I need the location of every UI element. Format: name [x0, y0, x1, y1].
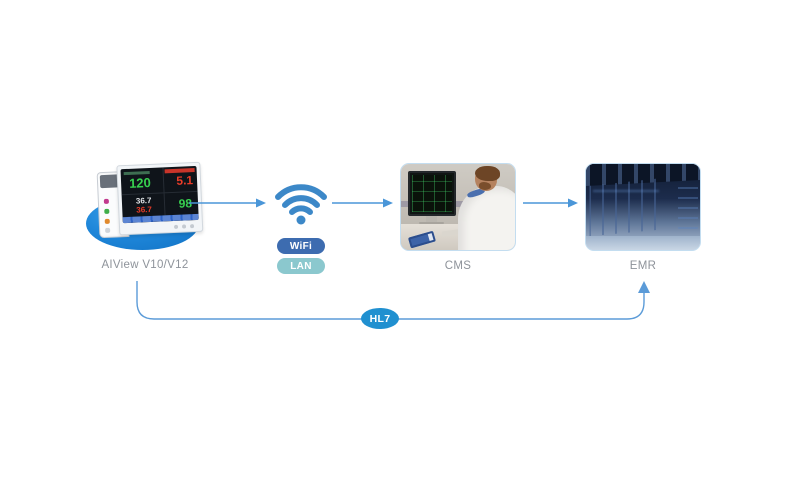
wifi-icon: [275, 184, 327, 225]
arrow-head: [568, 198, 578, 208]
emr-rack-glow: [592, 189, 659, 193]
hl7-badge: HL7: [361, 308, 399, 329]
cms-clinician-hair: [475, 165, 501, 182]
emr-side-rack: [678, 184, 698, 230]
cms-monitor-screen: [411, 174, 452, 212]
connector-dot: [104, 218, 110, 224]
cms-central-monitor: [407, 170, 456, 216]
cms-clinician-beard: [478, 182, 492, 190]
connector-dot: [104, 208, 110, 214]
hl7-arrow-head: [638, 281, 650, 293]
bezel-buttons: [189, 224, 195, 229]
display-menu-bar: [122, 213, 199, 224]
cms-photo: [400, 163, 516, 251]
monitor-label: AIView V10/V12: [101, 259, 189, 271]
emr-label: EMR: [629, 260, 657, 272]
cms-label: CMS: [444, 260, 472, 272]
emr-server-racks: [589, 177, 665, 237]
display-divider: [121, 190, 198, 196]
monitor-screen-bezel: 120 5.1 36.7 36.7 98: [116, 161, 204, 236]
cms-scene: [401, 164, 515, 250]
emr-photo: [585, 163, 701, 251]
spo2-value: 98: [178, 196, 193, 211]
cms-clinician-coat: [458, 186, 515, 250]
emr-floor: [586, 236, 700, 250]
wifi-badge: WiFi: [277, 238, 325, 254]
arrow-cms-to-emr: [523, 198, 578, 208]
connector-dot: [105, 227, 111, 233]
arrow-head: [383, 198, 393, 208]
patient-monitor-illustration: 120 5.1 36.7 36.7 98: [96, 161, 204, 244]
arrow-wifi-to-cms: [332, 198, 393, 208]
hr-value: 120: [128, 174, 152, 191]
arrow-head: [256, 198, 266, 208]
connector-dot: [103, 198, 109, 205]
co2-value: 5.1: [176, 173, 194, 188]
cms-monitor-stand-base: [419, 221, 445, 225]
temp-value-2: 36.7: [136, 204, 153, 215]
emr-scene: [586, 164, 700, 250]
monitor-display: 120 5.1 36.7 36.7 98: [120, 165, 199, 224]
lan-badge: LAN: [277, 258, 325, 274]
cms-monitor-stand: [426, 215, 438, 223]
